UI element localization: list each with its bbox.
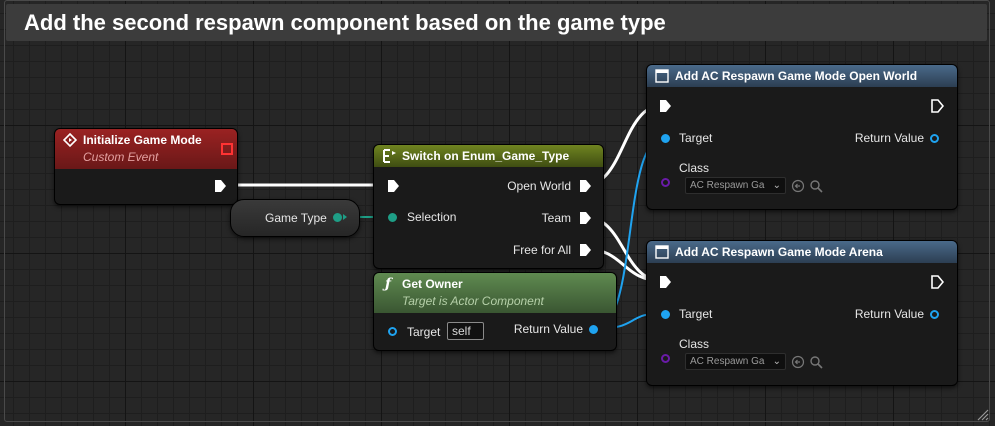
- chevron-down-icon: ⌄: [772, 356, 781, 367]
- node-subtitle: Custom Event: [83, 150, 159, 164]
- target-input-pin[interactable]: [388, 327, 397, 336]
- component-icon: [655, 69, 669, 83]
- node-add-respawn-open-world[interactable]: Add AC Respawn Game Mode Open World Targ…: [646, 64, 958, 210]
- function-f-icon: ƒ: [385, 276, 392, 292]
- chevron-down-icon: ⌄: [772, 180, 781, 191]
- class-dropdown[interactable]: AC Respawn Ga ⌄: [685, 177, 786, 194]
- target-self-field[interactable]: self: [447, 322, 484, 340]
- target-input-pin[interactable]: [661, 134, 670, 143]
- delegate-pin-icon[interactable]: [221, 143, 233, 155]
- output-label-open-world: Open World: [507, 179, 571, 193]
- return-value-label: Return Value: [513, 322, 583, 336]
- return-value-label: Return Value: [854, 131, 924, 145]
- node-game-type-getter[interactable]: Game Type: [230, 199, 360, 237]
- exec-output-pin-free-for-all[interactable]: [578, 243, 592, 257]
- comment-header[interactable]: Add the second respawn component based o…: [6, 4, 987, 41]
- node-header: ƒ Get Owner Target is Actor Component: [374, 273, 616, 313]
- browse-arrow-icon[interactable]: [791, 355, 805, 369]
- class-input-pin[interactable]: [661, 178, 670, 187]
- node-title: Add AC Respawn Game Mode Open World: [675, 69, 918, 83]
- output-label-free-for-all: Free for All: [512, 243, 571, 257]
- exec-input-pin[interactable]: [658, 275, 672, 289]
- node-title: Switch on Enum_Game_Type: [402, 149, 570, 163]
- node-header: Initialize Game Mode Custom Event: [55, 129, 237, 169]
- exec-output-pin[interactable]: [213, 179, 227, 193]
- node-title: Add AC Respawn Game Mode Arena: [675, 245, 883, 259]
- switch-icon: [383, 149, 396, 163]
- variable-label: Game Type: [265, 211, 327, 225]
- magnifier-icon[interactable]: [809, 355, 823, 369]
- class-label: Class: [679, 161, 710, 175]
- class-dropdown-value: AC Respawn Ga: [690, 356, 765, 367]
- event-diamond-icon: [63, 133, 77, 147]
- node-title: Get Owner: [402, 277, 463, 291]
- comment-box[interactable]: [4, 0, 990, 422]
- exec-input-pin[interactable]: [658, 99, 672, 113]
- target-label: Target: [679, 307, 713, 321]
- magnifier-icon[interactable]: [809, 179, 823, 193]
- class-input-pin[interactable]: [661, 354, 670, 363]
- selection-label: Selection: [407, 210, 457, 224]
- class-label: Class: [679, 337, 710, 351]
- exec-output-pin-open-world[interactable]: [578, 179, 592, 193]
- return-value-output-pin[interactable]: [930, 134, 939, 143]
- enum-output-pin[interactable]: [333, 213, 342, 222]
- output-label-team: Team: [541, 211, 571, 225]
- return-value-label: Return Value: [854, 307, 924, 321]
- exec-input-pin[interactable]: [386, 179, 400, 193]
- target-label: Target: [679, 131, 713, 145]
- node-initialize-game-mode[interactable]: Initialize Game Mode Custom Event: [54, 128, 238, 205]
- return-value-output-pin[interactable]: [589, 325, 598, 334]
- node-subtitle: Target is Actor Component: [402, 294, 544, 308]
- target-input-pin[interactable]: [661, 310, 670, 319]
- node-header: Add AC Respawn Game Mode Arena: [647, 241, 957, 263]
- browse-arrow-icon[interactable]: [791, 179, 805, 193]
- pin-arrow-icon: [343, 214, 347, 220]
- return-value-output-pin[interactable]: [930, 310, 939, 319]
- class-dropdown[interactable]: AC Respawn Ga ⌄: [685, 353, 786, 370]
- node-add-respawn-arena[interactable]: Add AC Respawn Game Mode Arena Target Re…: [646, 240, 958, 386]
- node-header: Switch on Enum_Game_Type: [374, 145, 603, 167]
- node-header: Add AC Respawn Game Mode Open World: [647, 65, 957, 87]
- selection-input-pin[interactable]: [388, 213, 397, 222]
- target-label: Target: [407, 325, 441, 339]
- exec-output-pin[interactable]: [930, 275, 944, 289]
- node-title: Initialize Game Mode: [83, 133, 202, 147]
- node-switch-on-enum[interactable]: Switch on Enum_Game_Type Selection Open …: [373, 144, 604, 269]
- comment-title: Add the second respawn component based o…: [24, 10, 666, 35]
- comment-resize-grip-icon[interactable]: [977, 409, 989, 421]
- exec-output-pin-team[interactable]: [578, 211, 592, 225]
- class-dropdown-value: AC Respawn Ga: [690, 180, 765, 191]
- component-icon: [655, 245, 669, 259]
- exec-output-pin[interactable]: [930, 99, 944, 113]
- node-get-owner[interactable]: ƒ Get Owner Target is Actor Component Ta…: [373, 272, 617, 351]
